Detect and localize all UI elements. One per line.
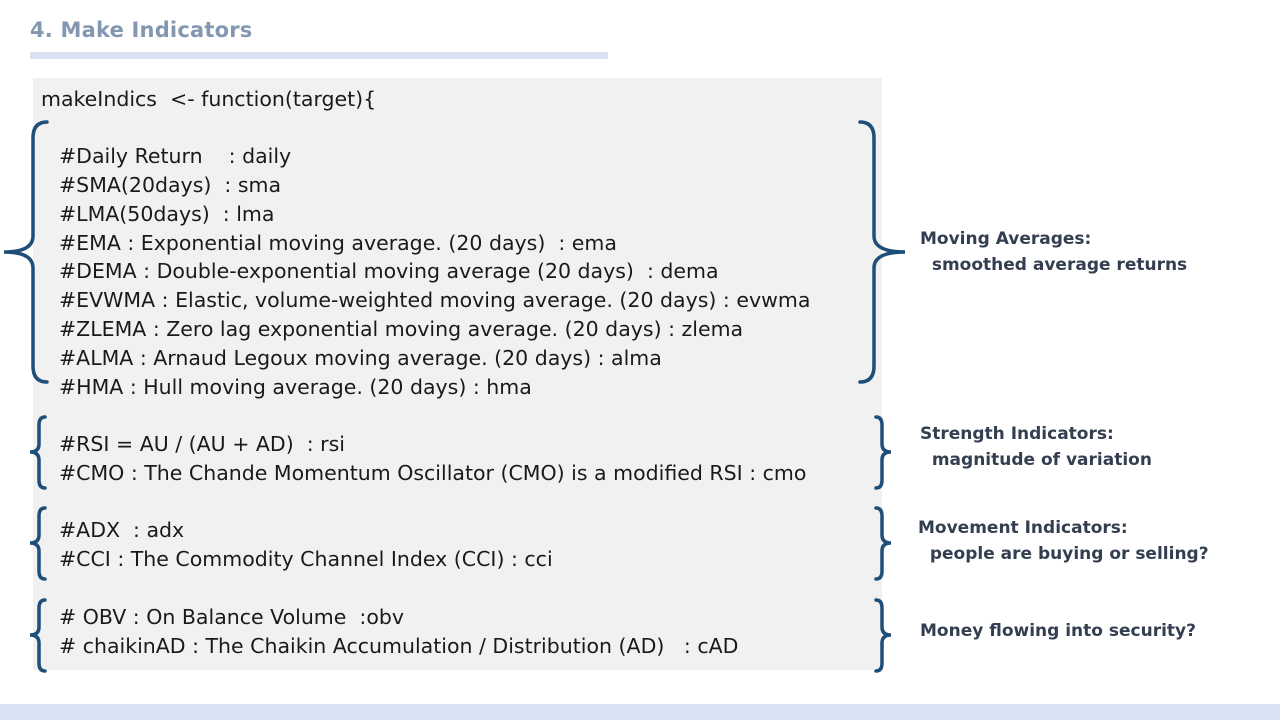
code-line-chaikinad: # chaikinAD : The Chaikin Accumulation /… xyxy=(59,634,739,658)
right-brace-moving-averages xyxy=(858,120,906,384)
code-line-cci: #CCI : The Commodity Channel Index (CCI)… xyxy=(59,547,553,571)
code-line-obv: # OBV : On Balance Volume :obv xyxy=(59,605,405,629)
code-line-lma: #LMA(50days) : lma xyxy=(59,202,275,226)
code-line-alma: #ALMA : Arnaud Legoux moving average. (2… xyxy=(59,346,662,370)
annotation-moving-averages-title: Moving Averages: xyxy=(920,229,1092,249)
code-line-evwma: #EVWMA : Elastic, volume-weighted moving… xyxy=(59,288,811,312)
code-line-rsi: #RSI = AU / (AU + AD) : rsi xyxy=(59,432,345,456)
footer-bar xyxy=(0,704,1280,720)
code-line-sma: #SMA(20days) : sma xyxy=(59,173,282,197)
code-line-hma: #HMA : Hull moving average. (20 days) : … xyxy=(59,375,532,399)
code-line-zlema: #ZLEMA : Zero lag exponential moving ave… xyxy=(59,317,744,341)
left-brace-moving-averages xyxy=(3,120,49,384)
slide-title: 4. Make Indicators xyxy=(30,18,253,42)
annotation-moving-averages-desc: smoothed average returns xyxy=(920,255,1188,275)
annotation-strength-desc: magnitude of variation xyxy=(920,450,1152,470)
left-brace-strength xyxy=(29,415,47,490)
code-line-adx: #ADX : adx xyxy=(59,518,185,542)
annotation-money: Money flowing into security? xyxy=(920,621,1196,641)
left-brace-movement xyxy=(29,506,47,581)
annotation-movement-title: Movement Indicators: xyxy=(918,518,1128,538)
right-brace-movement xyxy=(874,506,892,581)
annotation-movement-desc: people are buying or selling? xyxy=(918,544,1209,564)
code-line-dema: #DEMA : Double-exponential moving averag… xyxy=(59,259,719,283)
title-underline xyxy=(30,52,608,59)
right-brace-strength xyxy=(874,415,892,490)
code-line-cmo: #CMO : The Chande Momentum Oscillator (C… xyxy=(59,461,807,485)
code-header: makeIndics <- function(target){ xyxy=(41,87,377,111)
annotation-strength-title: Strength Indicators: xyxy=(920,424,1114,444)
code-block xyxy=(33,78,882,670)
code-line-daily: #Daily Return : daily xyxy=(59,144,292,168)
right-brace-money xyxy=(874,598,892,673)
code-line-ema: #EMA : Exponential moving average. (20 d… xyxy=(59,231,617,255)
left-brace-money xyxy=(29,598,47,673)
